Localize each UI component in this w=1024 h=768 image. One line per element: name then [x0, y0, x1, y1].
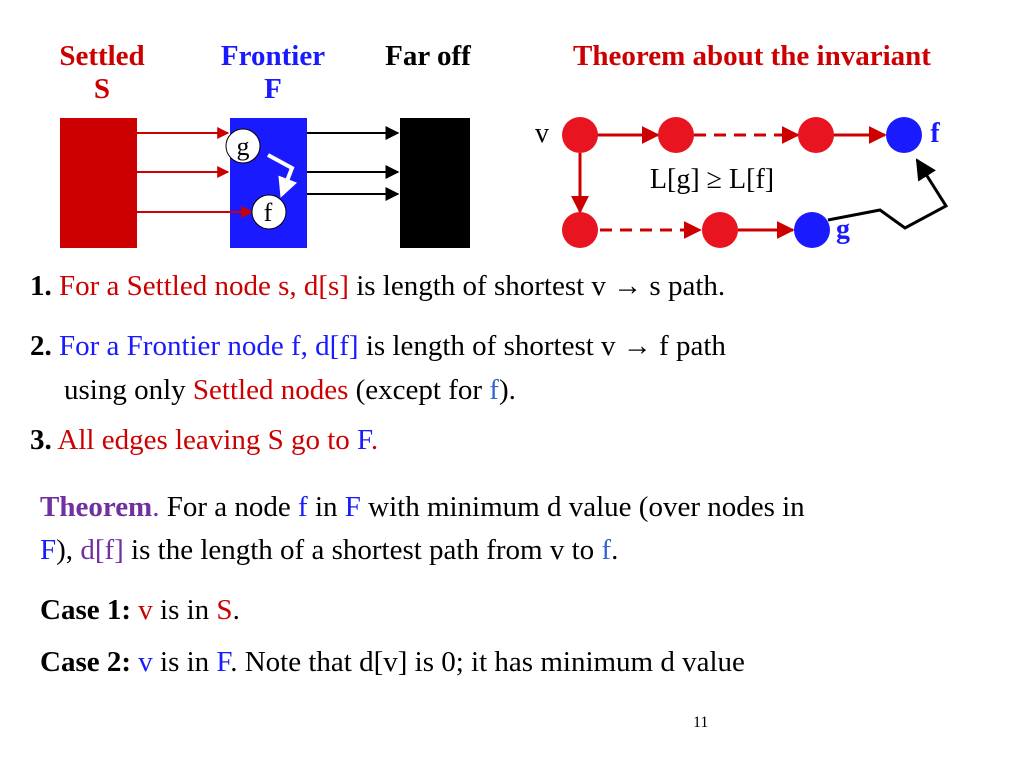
frontier-node-g [225, 128, 261, 164]
case-2-mid: is in [152, 646, 217, 678]
invariant-2: 2. For a Frontier node f, d[f] is length… [30, 330, 726, 363]
invariant-2-colored: For a Frontier node f, d[f] [59, 330, 359, 362]
path-node-f [886, 117, 922, 153]
case-2-end: . Note that d[v] is 0; it has minimum d … [230, 646, 745, 678]
theorem-word: Theorem [40, 491, 153, 523]
theorem-line-1: Theorem. For a node f in F with minimum … [40, 491, 805, 524]
frontier-header-letter: F [264, 73, 282, 105]
theorem-line-2: F), d[f] is the length of a shortest pat… [40, 534, 618, 567]
settled-header: Settled S [40, 40, 164, 106]
invariant-3: 3. All edges leaving S go to F. [30, 424, 378, 457]
theorem-t5: is the length of a shortest path from v … [123, 534, 602, 566]
path-node-g [794, 212, 830, 248]
case-1-S: S [216, 594, 233, 626]
frontier-node-f [251, 194, 287, 230]
path-node-4 [702, 212, 738, 248]
path-label-v: v [535, 118, 549, 149]
settled-header-letter: S [93, 73, 111, 105]
path-label-g: g [836, 214, 850, 245]
invariant-2-line2-c: ). [498, 374, 516, 406]
invariant-1: 1. For a Settled node s, d[s] is length … [30, 270, 725, 303]
invariant-2-line2-a: using only [64, 374, 193, 406]
invariant-3-F: F [357, 424, 371, 456]
theorem-t4: ), [56, 534, 81, 566]
path-node-2 [798, 117, 834, 153]
frontier-header-label: Frontier [220, 40, 326, 72]
settled-header-label: Settled [59, 40, 145, 72]
invariant-2-settled-nodes: Settled nodes [192, 374, 349, 406]
page-number: 11 [693, 714, 709, 731]
theorem-t3: with minimum d value (over nodes in [360, 491, 805, 523]
case-1-mid: is in [152, 594, 217, 626]
theorem-f2: f [601, 534, 612, 566]
path-label-f: f [930, 118, 940, 149]
invariant-3-dot: . [370, 424, 379, 456]
case-2-v: v [138, 646, 153, 678]
far-off-header: Far off [385, 40, 471, 72]
path-node-v [562, 117, 598, 153]
theorem-t1: For a node [159, 491, 299, 523]
settled-set-box [60, 118, 137, 248]
case-2-F: F [216, 646, 231, 678]
invariant-1-number: 1. [30, 270, 52, 302]
invariant-diagram: g f v f g L[g] ≥ L[f] [60, 117, 949, 248]
case-1-label: Case 1: [40, 594, 132, 626]
theorem-dot: . [152, 491, 160, 523]
invariant-1-colored: For a Settled node s, d[s] [59, 270, 349, 302]
theorem-f1: f [298, 491, 308, 523]
invariant-2-rest: is length of shortest v → f path [358, 330, 726, 362]
invariant-2-f: f [489, 374, 499, 406]
invariant-2-line2-b: (except for [348, 374, 490, 406]
far-off-set-box [400, 118, 470, 248]
theorem-t6: . [611, 534, 619, 566]
case-1-end: . [232, 594, 240, 626]
edge-g-to-f [827, 158, 949, 230]
theorem-t2: in [307, 491, 345, 523]
path-node-1 [658, 117, 694, 153]
theorem-F2: F [40, 534, 57, 566]
frontier-header: Frontier F [206, 40, 340, 106]
frontier-node-g-label: g [237, 132, 250, 161]
invariant-1-rest: is length of shortest v → s path. [348, 270, 726, 302]
path-g-to-f [267, 153, 298, 198]
path-node-3 [562, 212, 598, 248]
inequality-label: L[g] ≥ L[f] [650, 164, 774, 195]
theorem-invariant-title: Theorem about the invariant [573, 40, 931, 72]
case-1: Case 1: v is in S. [40, 594, 240, 627]
theorem-df: d[f] [80, 534, 124, 566]
case-2-label: Case 2: [40, 646, 132, 678]
invariant-3-number: 3. [30, 424, 52, 456]
case-1-v: v [138, 594, 153, 626]
invariant-2-line2: using only Settled nodes (except for f). [64, 374, 516, 407]
case-2: Case 2: v is in F. Note that d[v] is 0; … [40, 646, 745, 679]
theorem-F1: F [344, 491, 361, 523]
invariant-3-text: All edges leaving S go to [57, 424, 358, 456]
invariant-2-number: 2. [30, 330, 52, 362]
frontier-node-f-label: f [264, 198, 273, 227]
